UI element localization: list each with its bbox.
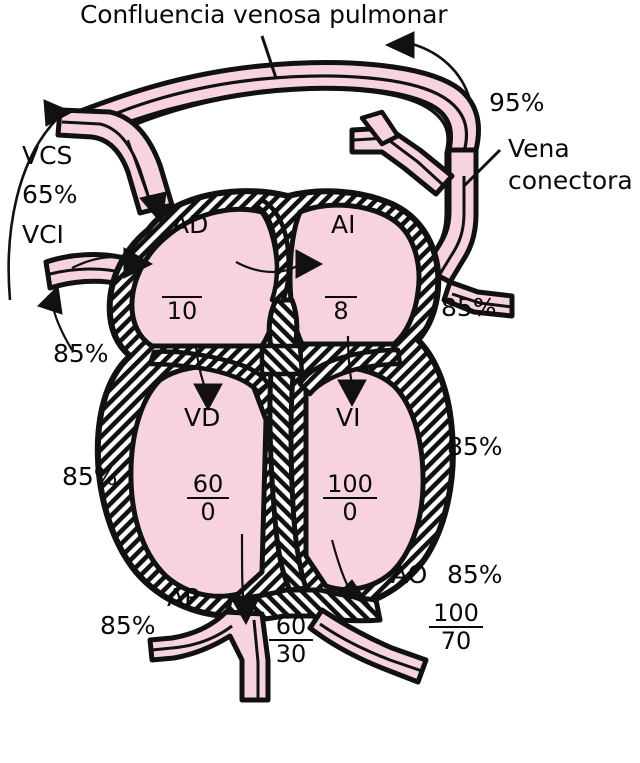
pressure-right-atrium: 10: [160, 275, 204, 323]
connecting-vein-label-line1: Vena: [508, 134, 570, 163]
saturation-right-ventricle-side: 85%: [62, 462, 118, 491]
pressure-vd-systolic: 60: [192, 470, 224, 498]
pressure-vi-diastolic: 0: [342, 498, 358, 526]
diagram-title: Confluencia venosa pulmonar: [80, 0, 448, 29]
fraction-bar: [429, 626, 483, 628]
saturation-aorta: 85%: [447, 560, 503, 589]
saturation-pulmonary-artery: 85%: [100, 611, 156, 640]
pressure-left-atrium: 8: [324, 275, 358, 323]
aorta-label: AO: [391, 560, 428, 589]
left-atrium-label: AI: [331, 210, 356, 239]
pressure-ap-diastolic: 30: [275, 640, 307, 668]
saturation-left-atrium-side: 85%: [441, 293, 497, 322]
pulmonary-artery: [147, 609, 271, 703]
pressure-right-ventricle: 60 0: [186, 472, 230, 524]
right-atrium-label: AD: [172, 210, 209, 239]
heart-body: [94, 188, 456, 624]
pressure-ad-diastolic: 10: [166, 297, 198, 325]
pressure-aorta: 100 70: [428, 601, 484, 653]
ivc-label: VCI: [22, 220, 64, 249]
saturation-left-ventricle-side: 85%: [447, 432, 503, 461]
pressure-ai-systolic: [324, 275, 358, 296]
fraction-bar: [162, 296, 202, 298]
pressure-vi-systolic: 100: [327, 470, 373, 498]
pressure-ap-systolic: 60: [275, 612, 307, 640]
left-ventricle-label: VI: [336, 403, 361, 432]
right-ventricle-label: VD: [184, 403, 221, 432]
fraction-bar: [323, 497, 377, 499]
aorta: [307, 607, 429, 685]
fraction-bar: [187, 497, 229, 499]
saturation-svc: 65%: [22, 180, 78, 209]
flow-arrows: [7, 31, 502, 626]
saturation-confluence: 95%: [489, 88, 545, 117]
svc-label: VCS: [22, 141, 73, 170]
saturation-ivc-inflow: 85%: [53, 339, 109, 368]
connecting-vein-label-line2: conectora: [508, 166, 633, 195]
pressure-pulmonary-artery: 60 30: [268, 614, 314, 666]
pressure-ai-diastolic: 8: [333, 297, 349, 325]
pulmonary-artery-label: AP: [167, 583, 200, 612]
pressure-ao-systolic: 100: [433, 599, 479, 627]
pressure-left-ventricle: 100 0: [322, 472, 378, 524]
pressure-ad-systolic: [160, 275, 204, 296]
pressure-vd-diastolic: 0: [200, 498, 216, 526]
fraction-bar: [325, 296, 357, 298]
fraction-bar: [269, 639, 313, 641]
pressure-ao-diastolic: 70: [440, 627, 472, 655]
